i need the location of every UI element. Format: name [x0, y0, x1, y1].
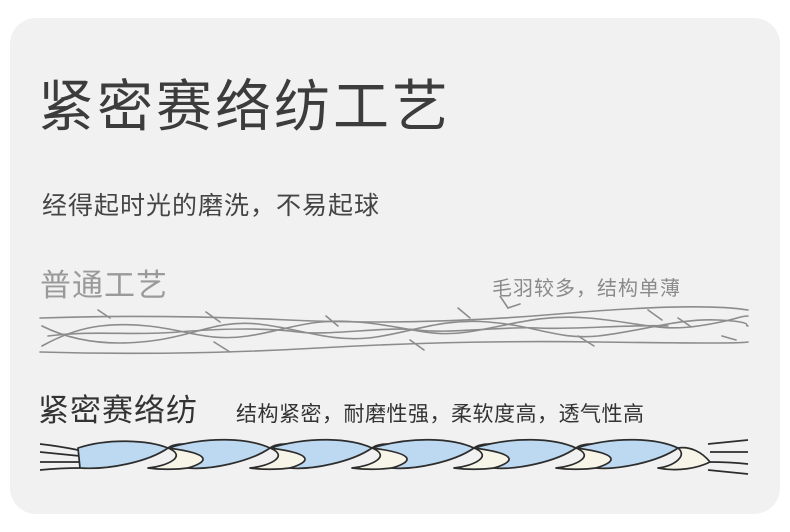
subtitle: 经得起时光的磨洗，不易起球: [42, 191, 381, 220]
normal-process-label: 普通工艺: [40, 268, 168, 304]
normal-process-description: 毛羽较多，结构单薄: [492, 276, 681, 300]
normal-yarn-illustration: [39, 296, 749, 355]
dense-yarn-illustration: [39, 438, 749, 475]
content-card: 紧密赛络纺工艺 经得起时光的磨洗，不易起球 普通工艺 毛羽较多，结构单薄: [10, 18, 780, 514]
dense-process-label: 紧密赛络纺: [38, 393, 198, 429]
page-title: 紧密赛络纺工艺: [38, 75, 451, 140]
dense-process-description: 结构紧密，耐磨性强，柔软度高，透气性高: [236, 402, 645, 426]
